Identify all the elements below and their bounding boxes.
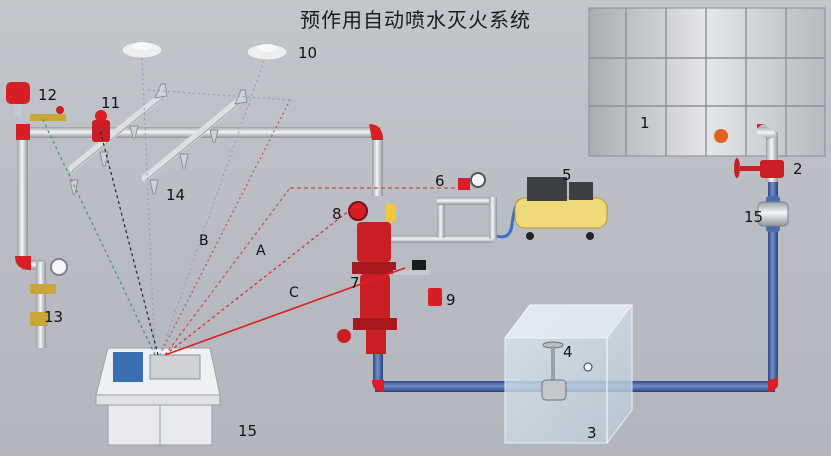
label-sprinkler: 14 <box>166 186 186 204</box>
label-valve-pit: 3 <box>587 424 597 442</box>
label-exhaust-valve: 12 <box>38 86 58 104</box>
label-air-compressor: 5 <box>562 166 572 184</box>
label-control-panel: 15 <box>238 422 258 440</box>
signal-lines <box>41 57 455 356</box>
label-gate-valve: 2 <box>793 160 803 178</box>
label-alarm-bell: 9 <box>446 291 456 309</box>
alarm-valve-group <box>337 201 442 354</box>
pipe-elbows <box>15 124 767 270</box>
label-valve-11: 11 <box>101 94 121 112</box>
label-check-valve: 15 <box>744 208 764 226</box>
smoke-detectors <box>121 41 288 61</box>
label-smoke-detector: 10 <box>298 44 318 62</box>
label-alarm-valve: 7 <box>350 274 360 292</box>
label-end-test-valve: 13 <box>44 308 64 326</box>
silver-pipe-network <box>17 90 522 348</box>
valve-11 <box>92 110 110 142</box>
fire-control-panel <box>95 347 221 446</box>
valve-pit-3 <box>503 304 634 444</box>
end-test-valve-13 <box>30 258 68 326</box>
label-water-tank: 1 <box>640 114 650 132</box>
diagram-title: 预作用自动喷水灭火系统 <box>300 8 531 32</box>
exhaust-valve-12 <box>6 82 66 121</box>
label-pressure-switch: 6 <box>435 172 445 190</box>
line-label-a: A <box>256 243 266 259</box>
label-solenoid-valve: 8 <box>332 205 342 223</box>
sprinkler-heads <box>69 83 248 195</box>
air-compressor-5 <box>458 172 608 240</box>
check-valve-15 <box>757 196 789 232</box>
gate-valve-4 <box>541 341 593 401</box>
water-tank <box>588 7 826 157</box>
gate-valve-2 <box>734 158 784 178</box>
line-label-c: C <box>289 285 299 301</box>
label-pit-valve: 4 <box>563 343 573 361</box>
line-label-b: B <box>199 233 209 249</box>
